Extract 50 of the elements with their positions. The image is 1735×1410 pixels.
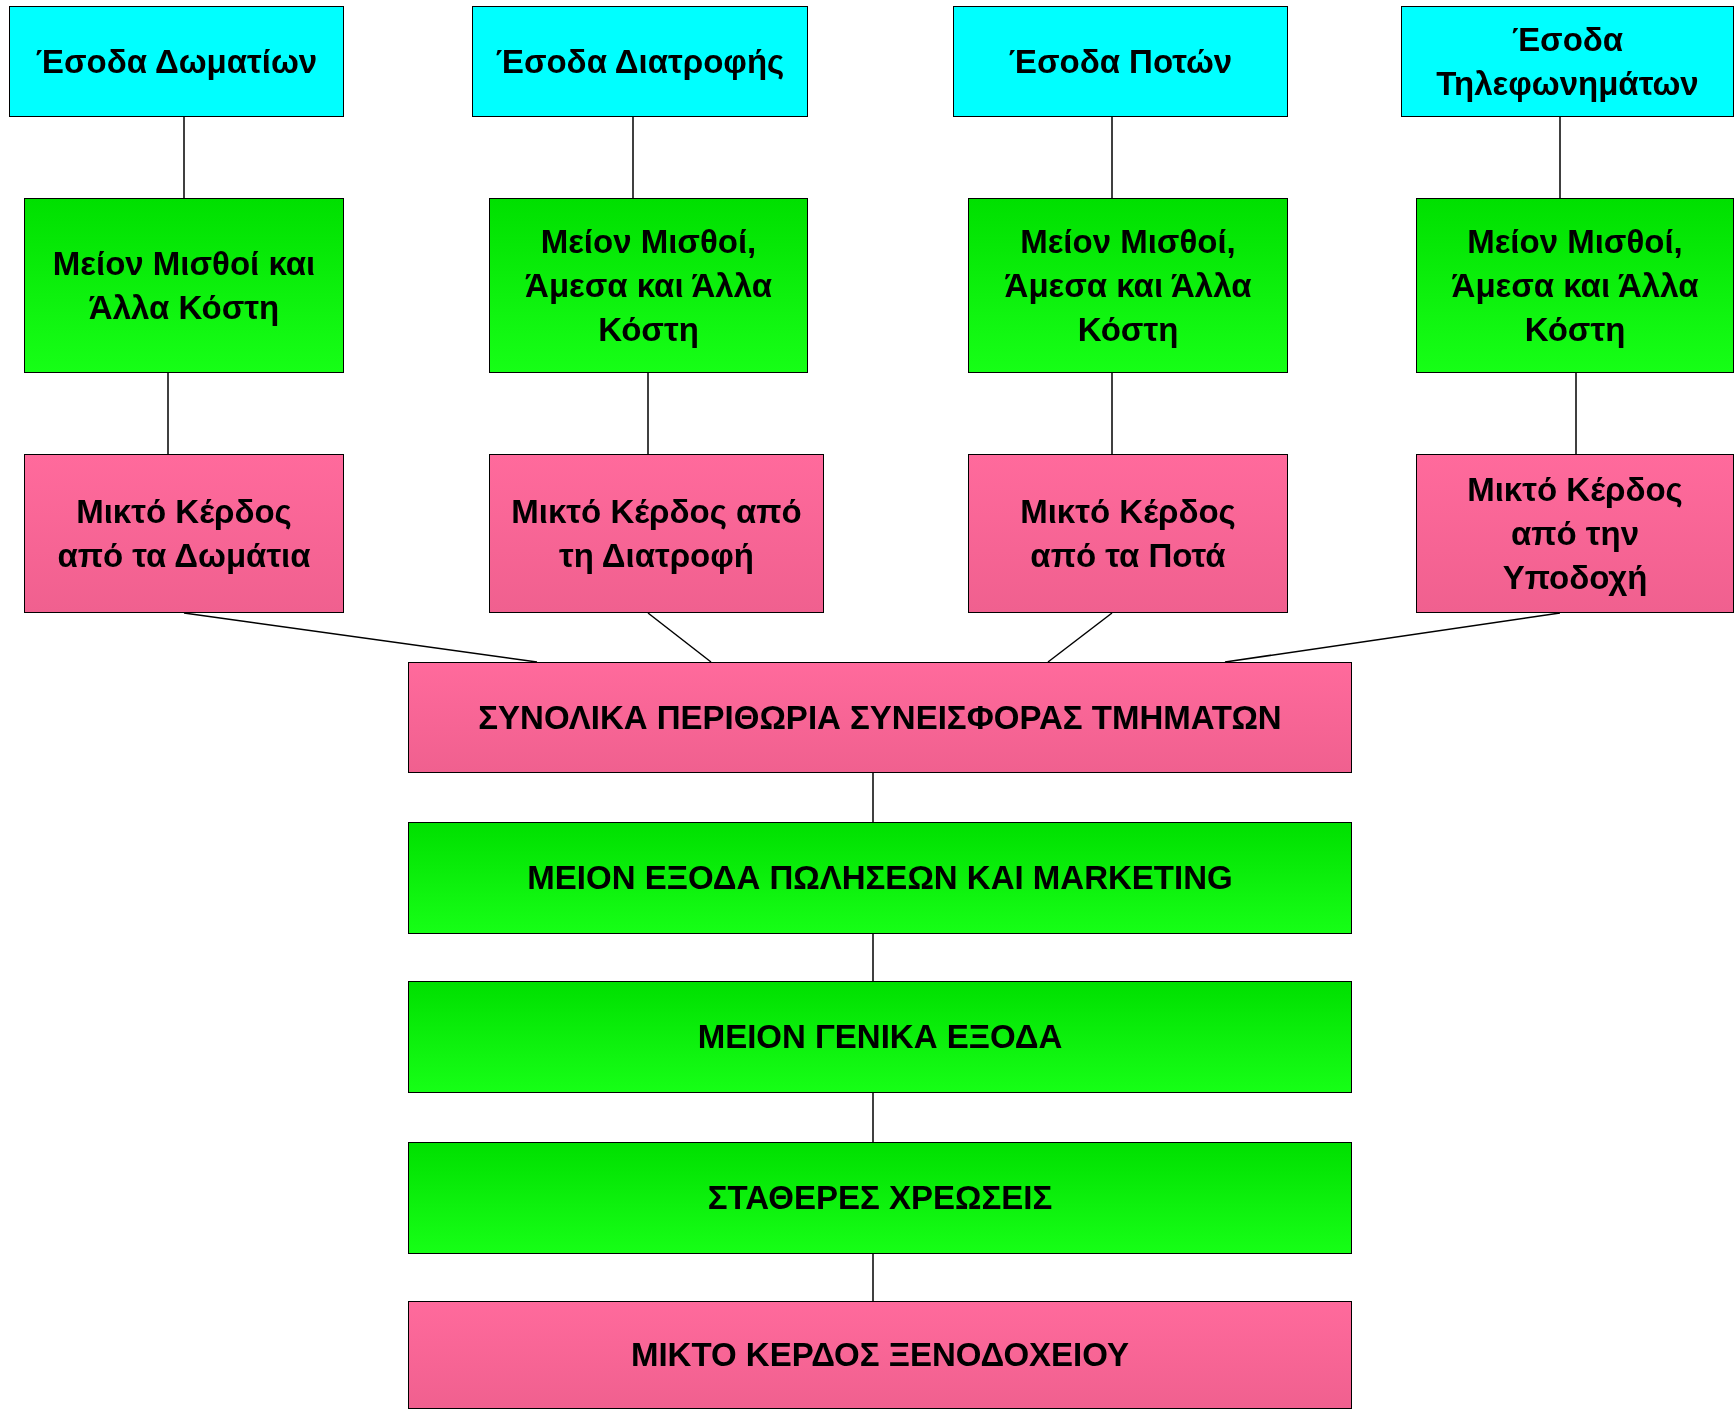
- connector-line: [872, 1092, 874, 1143]
- connector-line: [1111, 372, 1113, 455]
- profit-box: [408, 1301, 1352, 1409]
- connector-line: [1047, 612, 1113, 663]
- cost-box: [1416, 198, 1734, 373]
- profit-box: [24, 454, 344, 613]
- revenue-box: [9, 6, 344, 117]
- connector-line: [872, 933, 874, 982]
- revenue-box: [472, 6, 808, 117]
- box-text: Μείον Μισθοί και Άλλα Κόστη: [51, 243, 317, 328]
- profit-box: [1416, 454, 1734, 613]
- box-text: ΣΥΝΟΛΙΚΑ ΠΕΡΙΘΩΡΙΑ ΣΥΝΕΙΣΦΟΡΑΣ ΤΜΗΜΑΤΩΝ: [478, 697, 1282, 738]
- connector-line: [183, 612, 538, 663]
- connector-line: [872, 1253, 874, 1302]
- revenue-box: [1401, 6, 1734, 117]
- cost-box: [489, 198, 808, 373]
- box-text: Μείον Μισθοί, Άμεσα και Άλλα Κόστη: [1003, 221, 1253, 350]
- box-text: Έσοδα Ποτών: [1008, 41, 1233, 82]
- box-text: Μικτό Κέρδος από τα Ποτά: [1019, 491, 1237, 576]
- connector-line: [183, 116, 185, 199]
- profit-box: [489, 454, 824, 613]
- profit-box: [408, 662, 1352, 773]
- box-text: Έσοδα Δωματίων: [35, 41, 318, 82]
- box-text: Μείον Μισθοί, Άμεσα και Άλλα Κόστη: [524, 221, 773, 350]
- cost-box: [408, 981, 1352, 1093]
- connector-line: [1559, 116, 1561, 199]
- cost-box: [968, 198, 1288, 373]
- box-text: Μικτό Κέρδος από τη Διατροφή: [510, 491, 803, 576]
- box-text: ΜΙΚΤΟ ΚΕΡΔΟΣ ΞΕΝΟΔΟΧΕΙΟΥ: [630, 1335, 1130, 1375]
- connector-line: [872, 772, 874, 823]
- box-text: Έσοδα Διατροφής: [495, 41, 785, 82]
- connector-line: [167, 372, 169, 455]
- box-text: Έσοδα Τηλεφωνημάτων: [1435, 19, 1700, 104]
- connector-line: [1575, 372, 1577, 455]
- cost-box: [408, 822, 1352, 934]
- cost-box: [408, 1142, 1352, 1254]
- cost-box: [24, 198, 344, 373]
- connector-line: [632, 116, 634, 199]
- profit-box: [968, 454, 1288, 613]
- box-text: Μείον Μισθοί, Άμεσα και Άλλα Κόστη: [1450, 221, 1700, 350]
- box-text: Μικτό Κέρδος από τα Δωμάτια: [56, 491, 312, 576]
- connector-line: [647, 612, 712, 663]
- box-text: ΜΕΙΟΝ ΓΕΝΙΚΑ ΕΞΟΔΑ: [697, 1017, 1063, 1057]
- connector-line: [1111, 116, 1113, 199]
- box-text: Μικτό Κέρδος από την Υποδοχή: [1466, 469, 1684, 598]
- connector-line: [647, 372, 649, 455]
- revenue-box: [953, 6, 1288, 117]
- box-text: ΜΕΙΟΝ ΕΞΟΔΑ ΠΩΛΗΣΕΩΝ ΚΑΙ MARKETING: [527, 858, 1233, 898]
- connector-line: [1224, 612, 1561, 663]
- box-text: ΣΤΑΘΕΡΕΣ ΧΡΕΩΣΕΙΣ: [707, 1178, 1053, 1218]
